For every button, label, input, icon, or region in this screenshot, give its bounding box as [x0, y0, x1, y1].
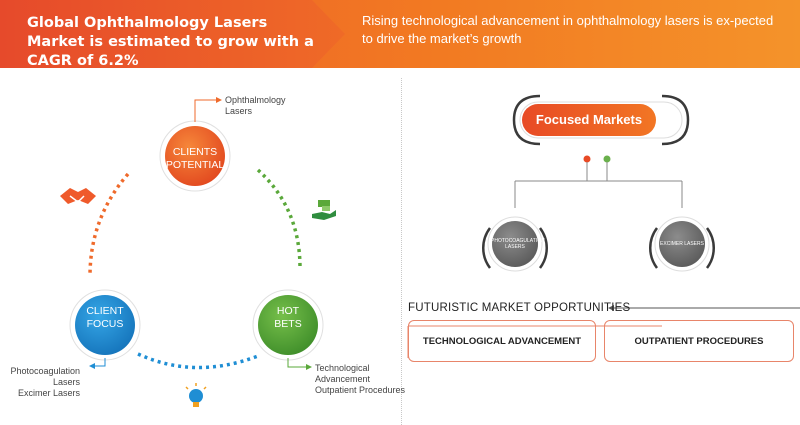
note-hot-bets: Technological Advancement Outpatient Pro… — [315, 363, 405, 396]
note-client-focus-line2: Lasers — [52, 377, 80, 387]
opportunity-outpatient-procedures: OUTPATIENT PROCEDURES — [604, 320, 794, 362]
note-hot-bets-line1: Technological — [315, 363, 370, 373]
lightbulb-icon — [185, 383, 207, 407]
money-hand-icon — [312, 200, 336, 220]
opportunity-label-2: OUTPATIENT PROCEDURES — [634, 335, 764, 347]
market-photocoagulation: PHOTOCOAGULATION LASERS — [491, 238, 545, 250]
circle-client-focus — [75, 295, 135, 355]
circle-hot-bets — [258, 295, 318, 355]
handshake-icon — [60, 188, 96, 204]
clients-potential-label-line1: CLIENTS — [172, 146, 218, 158]
page-subtitle: Rising technological advancement in opht… — [362, 13, 774, 46]
circle-clients-potential — [165, 126, 225, 186]
note-hot-bets-line3: Outpatient Procedures — [315, 385, 406, 395]
connector-dot-green — [603, 155, 611, 163]
market-excimer: EXCIMER LASERS — [658, 241, 706, 247]
connector-dot-red — [583, 155, 591, 163]
note-clients-potential-line2: Lasers — [225, 106, 253, 116]
callout-hot-bets — [287, 358, 306, 368]
note-client-focus-line1: Photocoagulation — [10, 366, 80, 376]
opportunities-heading: FUTURISTIC MARKET OPPORTUNITIES — [408, 302, 631, 314]
focused-markets-title: Focused Markets — [535, 112, 643, 127]
hot-bets-label-line2: BETS — [274, 318, 302, 330]
callout-clients-potential — [194, 99, 216, 122]
client-focus-label-line1: CLIENT — [86, 305, 124, 317]
market-excimer-line1: EXCIMER LASERS — [660, 241, 704, 247]
note-clients-potential-line1: Ophthalmology — [225, 95, 286, 105]
clients-potential-label: CLIENTS POTENTIAL — [160, 146, 230, 172]
section-divider — [401, 78, 402, 425]
note-client-focus: Photocoagulation Lasers Excimer Lasers — [0, 366, 80, 399]
focused-markets-pill — [522, 104, 656, 136]
opportunity-label-1: TECHNOLOGICAL ADVANCEMENT — [422, 335, 582, 347]
note-client-focus-line3: Excimer Lasers — [17, 388, 80, 398]
clients-potential-label-line2: POTENTIAL — [165, 159, 225, 171]
opportunity-technological-advancement: TECHNOLOGICAL ADVANCEMENT — [408, 320, 596, 362]
focused-markets-diagram — [407, 94, 800, 358]
arc-orange — [88, 172, 130, 277]
page-title: Global Ophthalmology Lasers Market is es… — [27, 15, 314, 69]
arrow-left-icon — [608, 305, 614, 311]
market-photocoagulation-line1: PHOTOCOAGULATION — [491, 238, 545, 244]
circle-photocoagulation — [492, 221, 538, 267]
client-focus-label-line2: FOCUS — [86, 318, 124, 330]
header-title-panel — [0, 0, 345, 68]
callout-client-focus — [95, 358, 106, 367]
note-clients-potential: Ophthalmology Lasers — [225, 95, 286, 117]
market-photocoagulation-line2: LASERS — [505, 244, 525, 250]
hot-bets-label-line1: HOT — [276, 305, 300, 317]
cycle-diagram — [60, 97, 336, 407]
client-focus-label: CLIENT FOCUS — [70, 305, 140, 331]
arc-blue — [137, 352, 259, 370]
hot-bets-label: HOT BETS — [253, 305, 323, 331]
circle-excimer — [659, 221, 705, 267]
note-hot-bets-line2: Advancement — [315, 374, 371, 384]
arc-green — [256, 168, 302, 269]
